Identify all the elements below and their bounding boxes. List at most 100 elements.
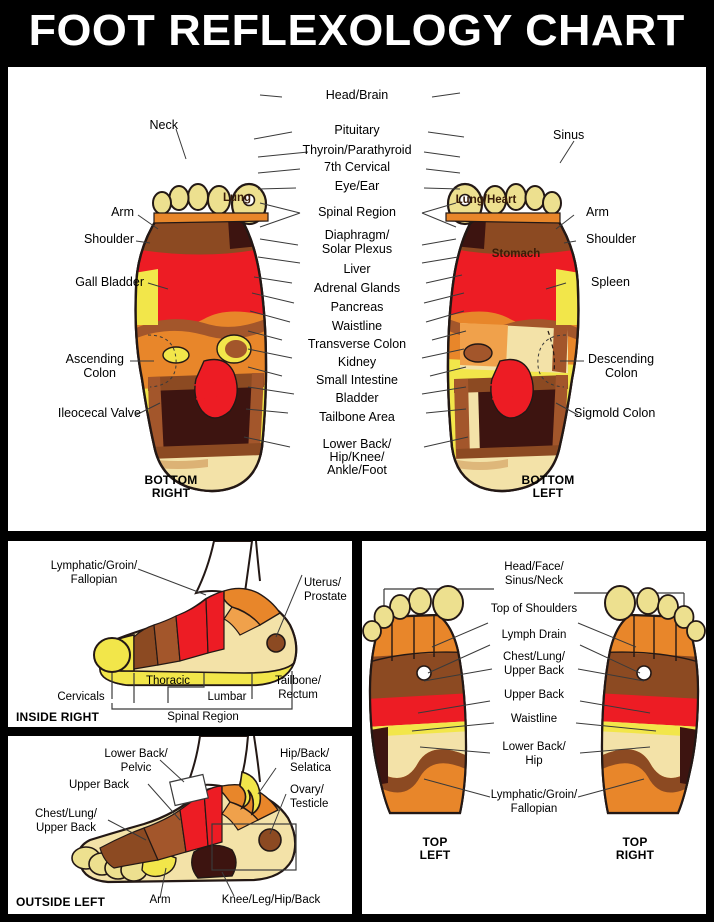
top-label-upper-back-2: Upper Back	[503, 689, 565, 701]
outside-label-ovary: Ovary/	[290, 784, 324, 796]
outside-label-hip-back: Hip/Back/	[280, 748, 330, 760]
outside-label-knee-leg: Knee/Leg/Hip/Back	[221, 894, 321, 906]
main-label-descending-colon: Descending	[588, 352, 655, 366]
caption-outside-left: OUTSIDE LEFT	[16, 895, 106, 909]
outside-label-pelvic: Pelvic	[120, 762, 152, 774]
main-label-ankle-foot: Ankle/Foot	[327, 463, 387, 477]
main-label-neck: Neck	[149, 118, 178, 132]
main-label-lower-back: Lower Back/	[322, 437, 392, 451]
inside-label-rectum: Rectum	[278, 689, 318, 701]
main-label-ileocecal-valve: Ileocecal Valve	[57, 406, 141, 420]
toes-bottom-right	[152, 182, 269, 226]
caption-top-left: TOP LEFT	[390, 836, 480, 862]
leader-lines-left	[130, 128, 187, 416]
top-label-lymphatic: Lymphatic/Groin/	[490, 789, 578, 801]
inside-label-lymphatic-2: Fallopian	[70, 574, 118, 586]
main-label-solar-plexus: Solar Plexus	[321, 242, 393, 256]
main-label-bladder: Bladder	[335, 391, 379, 405]
main-label-thyroid: Thyroin/Parathyroid	[302, 143, 412, 157]
main-label-hip-knee: Hip/Knee/	[329, 450, 385, 464]
inside-label-lumbar: Lumbar	[207, 691, 247, 703]
outside-label-arm: Arm	[149, 894, 171, 906]
top-label-upper-back-1: Upper Back	[503, 665, 565, 677]
foot-bottom-right	[134, 182, 269, 493]
main-label-waistline: Waistline	[331, 319, 383, 333]
main-label-7th-cervical: 7th Cervical	[324, 160, 390, 174]
top-label-lymph-drain: Lymph Drain	[501, 629, 567, 641]
inside-label-spinal-region: Spinal Region	[167, 711, 239, 723]
leader-lines-top-panel	[411, 622, 657, 798]
main-label-small-intestine: Small Intestine	[316, 373, 398, 387]
main-label-pituitary: Pituitary	[334, 123, 380, 137]
caption-bottom-right: BOTTOM RIGHT	[121, 474, 221, 500]
leader-lines-center	[243, 92, 469, 448]
outside-label-chest-lung: Chest/Lung/	[34, 808, 98, 820]
top-label-lower-back: Lower Back/	[502, 741, 566, 753]
caption-top-right: TOP RIGHT	[590, 836, 680, 862]
inside-label-prostate: Prostate	[304, 591, 347, 603]
main-label-spleen: Spleen	[591, 275, 630, 289]
main-label-kidney: Kidney	[337, 355, 377, 369]
main-label-descending-colon-2: Colon	[605, 366, 638, 380]
top-label-hip: Hip	[525, 755, 543, 767]
main-label-eye-ear: Eye/Ear	[334, 179, 380, 193]
caption-top-right-line1: TOP	[622, 835, 648, 849]
toes-bottom-left	[445, 182, 562, 226]
outside-label-lower-back: Lower Back/	[104, 748, 168, 760]
caption-bottom-left-line1: BOTTOM	[521, 473, 575, 487]
caption-bottom-right-line2: RIGHT	[151, 485, 191, 500]
main-label-transverse-colon: Transverse Colon	[307, 337, 407, 351]
main-label-shoulder-left: Shoulder	[83, 232, 134, 246]
leader-lines-right	[537, 140, 584, 416]
page-title: FOOT REFLEXOLOGY CHART	[28, 6, 686, 55]
top-label-chest-lung: Chest/Lung/	[502, 651, 566, 663]
caption-top-right-line2: RIGHT	[615, 847, 655, 862]
inside-label-tailbone: Tailbone/	[274, 675, 322, 687]
main-label-shoulder-right: Shoulder	[586, 232, 637, 246]
inside-label-lymphatic-1: Lymphatic/Groin/	[50, 560, 138, 572]
main-label-arm-right: Arm	[586, 205, 609, 219]
main-inlabel-lung-heart: Lung/Heart	[455, 194, 517, 206]
outside-label-testicle: Testicle	[290, 798, 329, 810]
inside-right-illustration	[93, 541, 303, 710]
main-label-pancreas: Pancreas	[330, 300, 384, 314]
caption-top-left-line1: TOP	[422, 835, 448, 849]
caption-inside-right: INSIDE RIGHT	[16, 710, 100, 724]
inside-label-cervicals: Cervicals	[57, 691, 105, 703]
top-feet-illustration	[362, 585, 706, 815]
foot-bottom-left	[445, 182, 580, 493]
main-label-spinal-region: Spinal Region	[318, 205, 396, 219]
main-label-head-brain: Head/Brain	[325, 88, 389, 102]
caption-bottom-left: BOTTOM LEFT	[498, 474, 598, 500]
main-label-arm-left: Arm	[111, 205, 134, 219]
main-label-ascending-colon-2: Colon	[83, 366, 116, 380]
caption-bottom-right-line1: BOTTOM	[144, 473, 198, 487]
foot-top-right	[600, 585, 706, 815]
top-label-top-shoulders: Top of Shoulders	[490, 603, 578, 615]
top-label-sinus-neck: Sinus/Neck	[504, 575, 564, 587]
main-label-tailbone-area: Tailbone Area	[319, 410, 395, 424]
title-bar: FOOT REFLEXOLOGY CHART	[0, 0, 714, 62]
main-label-diaphragm: Diaphragm/	[324, 228, 390, 242]
foot-top-left	[362, 585, 468, 815]
main-inlabel-stomach: Stomach	[491, 248, 541, 260]
main-label-adrenal: Adrenal Glands	[313, 281, 401, 295]
main-label-sinus: Sinus	[553, 128, 585, 142]
main-label-gall-bladder: Gall Bladder	[75, 275, 144, 289]
outside-left-illustration	[71, 736, 297, 899]
panel-top-feet: Head/Face/ Sinus/Neck Top of Shoulders L…	[359, 538, 709, 917]
outside-label-upper-back-2: Upper Back	[35, 822, 97, 834]
inside-label-uterus: Uterus/	[304, 577, 342, 589]
main-label-ascending-colon: Ascending	[65, 352, 124, 366]
outside-label-selatica: Selatica	[290, 762, 331, 774]
caption-top-left-line2: LEFT	[419, 847, 451, 862]
main-label-sigmold-colon: Sigmold Colon	[574, 406, 656, 420]
panel-inside-right: Lymphatic/Groin/ Fallopian Uterus/ Prost…	[5, 538, 355, 730]
panel-outside-left: Lower Back/ Pelvic Upper Back Chest/Lung…	[5, 733, 355, 917]
bottom-feet-illustration	[130, 92, 584, 493]
top-label-waistline: Waistline	[510, 713, 558, 725]
main-label-liver: Liver	[343, 262, 371, 276]
inside-label-thoracic: Thoracic	[145, 675, 191, 687]
main-inlabel-lung: Lung	[222, 192, 252, 204]
